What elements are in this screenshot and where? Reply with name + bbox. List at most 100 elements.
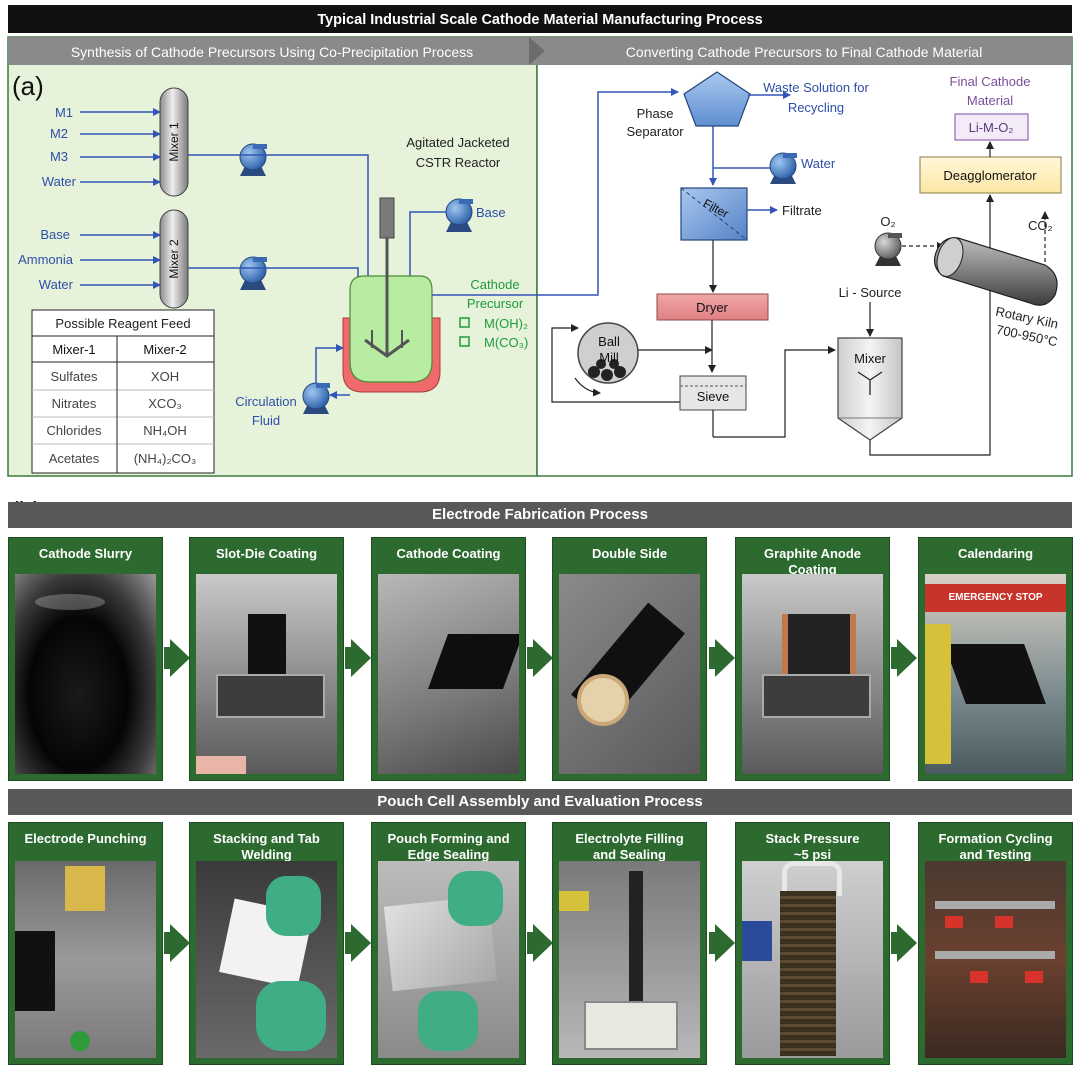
photo-cathode-slurry xyxy=(15,574,156,774)
step-title: Stacking and Tab xyxy=(213,831,320,846)
title-bar xyxy=(8,5,1072,33)
arrow-right-icon xyxy=(351,639,371,677)
reactor-label-2: CSTR Reactor xyxy=(416,155,501,170)
mixer-label: Mixer xyxy=(854,351,886,366)
table-cell: Nitrates xyxy=(52,396,97,411)
phase-separator xyxy=(683,71,751,127)
arrow-right-icon xyxy=(715,639,735,677)
pump-icon xyxy=(239,143,267,176)
step-title: Cathode Coating xyxy=(396,546,501,561)
step-cathode-slurry: Cathode Slurry xyxy=(8,537,163,781)
step-title: Stack Pressure xyxy=(765,831,860,846)
panel-a-label: (a) xyxy=(12,71,44,101)
ball-mill-label-2: Mill xyxy=(599,350,619,365)
panel-a-diagram: Typical Industrial Scale Cathode Materia… xyxy=(7,5,1073,477)
table-cell: NH₄OH xyxy=(143,423,187,438)
o2-label: O₂ xyxy=(880,214,895,229)
pump-icon xyxy=(302,382,330,414)
step-title: Edge Sealing xyxy=(407,847,490,862)
mixer1-input-label: M1 xyxy=(55,105,73,120)
emergency-stop-sign: EMERGENCY STOP xyxy=(925,584,1066,612)
dryer-label: Dryer xyxy=(696,300,728,315)
final-product: Li-M-O₂ xyxy=(954,113,1029,141)
filtrate-label: Filtrate xyxy=(782,203,822,218)
right-header: Converting Cathode Precursors to Final C… xyxy=(626,44,982,60)
step-title: Slot-Die Coating xyxy=(215,546,318,561)
table-cell: Acetates xyxy=(49,451,100,466)
precursor-item-1: M(OH)₂ xyxy=(484,316,528,331)
water-label: Water xyxy=(801,156,836,171)
product-label: Li-M-O₂ xyxy=(969,120,1014,135)
base-label: Base xyxy=(476,205,506,220)
mixer2-label: Mixer 2 xyxy=(167,239,181,279)
arrow-right-icon xyxy=(351,924,371,962)
checkbox-icon xyxy=(459,317,470,328)
filter: Filter xyxy=(680,187,748,241)
precursor-label-2: Precursor xyxy=(467,296,524,311)
arrow-right-icon xyxy=(715,924,735,962)
step-arrow-stem xyxy=(891,932,899,954)
band-pouch-cell: Pouch Cell Assembly and Evaluation Proce… xyxy=(8,789,1072,815)
step-title: Formation Cycling xyxy=(938,831,1053,846)
table-header: Mixer-1 xyxy=(52,342,95,357)
deagglomerator: Deagglomerator xyxy=(919,156,1062,194)
step-title: Graphite Anode xyxy=(763,546,862,561)
photo-electrolyte-filling xyxy=(559,861,700,1058)
table-cell: XCO₃ xyxy=(148,396,181,411)
mixer-vessel: Mixer xyxy=(837,337,903,441)
mixer1: Mixer 1 xyxy=(159,87,189,197)
step-title: Electrode Punching xyxy=(24,831,147,846)
precursor-item-2: M(CO₃) xyxy=(484,335,528,350)
photo-calendaring: EMERGENCY STOP xyxy=(925,574,1066,774)
separator-label-1: Phase xyxy=(637,106,674,121)
step-title: Calendaring xyxy=(957,546,1034,561)
arrow-right-icon xyxy=(170,639,190,677)
photo-graphite-anode xyxy=(742,574,883,774)
left-header: Synthesis of Cathode Precursors Using Co… xyxy=(71,44,473,60)
table-cell: Chlorides xyxy=(47,423,102,438)
separator-label-2: Separator xyxy=(626,124,684,139)
rotary-kiln xyxy=(933,237,1058,306)
photo-stack-pressure xyxy=(742,861,883,1058)
step-arrow-stem xyxy=(709,647,717,669)
table-cell: (NH₄)₂CO₃ xyxy=(134,451,197,466)
circulation-label-1: Circulation xyxy=(235,394,296,409)
step-cathode-coating: Cathode Coating xyxy=(371,537,526,781)
mixer2-input-label: Ammonia xyxy=(18,252,74,267)
photo-slot-die xyxy=(196,574,337,774)
right-header-bar xyxy=(537,37,1072,65)
deagglomerator-label: Deagglomerator xyxy=(943,168,1037,183)
mixer1-inputs: M1 M2 M3 Water xyxy=(42,105,161,189)
step-arrow-stem xyxy=(164,647,172,669)
co2-label: CO₂ xyxy=(1028,218,1053,233)
checkbox-icon xyxy=(459,336,470,347)
final-label-1: Final Cathode xyxy=(950,74,1031,89)
step-title: Double Side xyxy=(591,546,668,561)
mixer2-input-label: Base xyxy=(40,227,70,242)
flow-mixer1-reactor xyxy=(188,154,372,311)
step-slot-die-coating: Slot-Die Coating xyxy=(189,537,344,781)
sieve-label: Sieve xyxy=(697,389,730,404)
precursor-label-1: Cathode xyxy=(470,277,519,292)
li-source-label: Li - Source xyxy=(839,285,902,300)
step-arrow-stem xyxy=(164,932,172,954)
step-title: Welding xyxy=(241,847,292,862)
mixer1-input-label: M2 xyxy=(50,126,68,141)
ball-mill-label-1: Ball xyxy=(598,334,620,349)
mixer1-input-label: Water xyxy=(42,174,77,189)
photo-formation-cycling xyxy=(925,861,1066,1058)
step-title: Coating xyxy=(788,562,837,577)
photo-cathode-coating xyxy=(378,574,519,774)
step-title: Electrolyte Filling xyxy=(575,831,684,846)
sieve: Sieve xyxy=(679,375,747,411)
arrow-right-icon xyxy=(897,639,917,677)
final-label-2: Material xyxy=(967,93,1013,108)
step-title: and Sealing xyxy=(593,847,666,862)
pump-icon xyxy=(874,232,902,266)
table-header: Mixer-2 xyxy=(143,342,186,357)
step-double-side: Double Side xyxy=(552,537,707,781)
waste-label-2: Recycling xyxy=(788,100,844,115)
cstr-reactor xyxy=(342,197,441,393)
